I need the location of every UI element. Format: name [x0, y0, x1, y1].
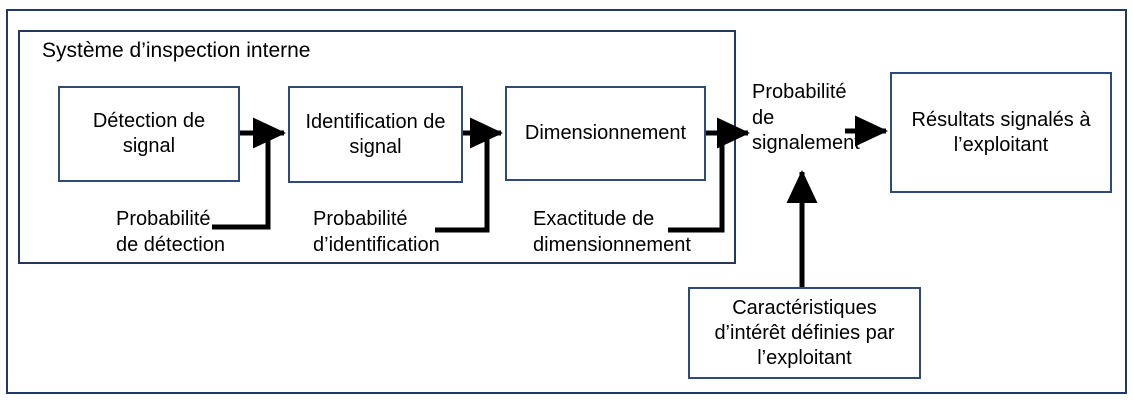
node-detection-de-signal[interactable]: Détection de signal	[58, 86, 240, 182]
node-resultats-signales-a-lexploitant[interactable]: Résultats signalés à l’exploitant	[890, 72, 1112, 193]
node-caracteristiques-dinteret[interactable]: Caractéristiques d’intérêt définies par …	[688, 287, 921, 379]
label-exactitude-de-dimensionnement: Exactitude de dimensionnement	[533, 208, 691, 256]
outer-frame	[6, 9, 1127, 394]
node-identification-de-signal[interactable]: Identification de signal	[288, 86, 463, 183]
system-frame-title: Système d’inspection interne	[42, 39, 311, 62]
label-probabilite-didentification: Probabilité d’identification	[313, 208, 440, 256]
node-dimensionnement[interactable]: Dimensionnement	[505, 86, 706, 181]
label-probabilite-de-signalement: Probabilité de signalement	[752, 81, 860, 155]
label-probabilite-de-detection: Probabilité de détection	[116, 208, 225, 256]
